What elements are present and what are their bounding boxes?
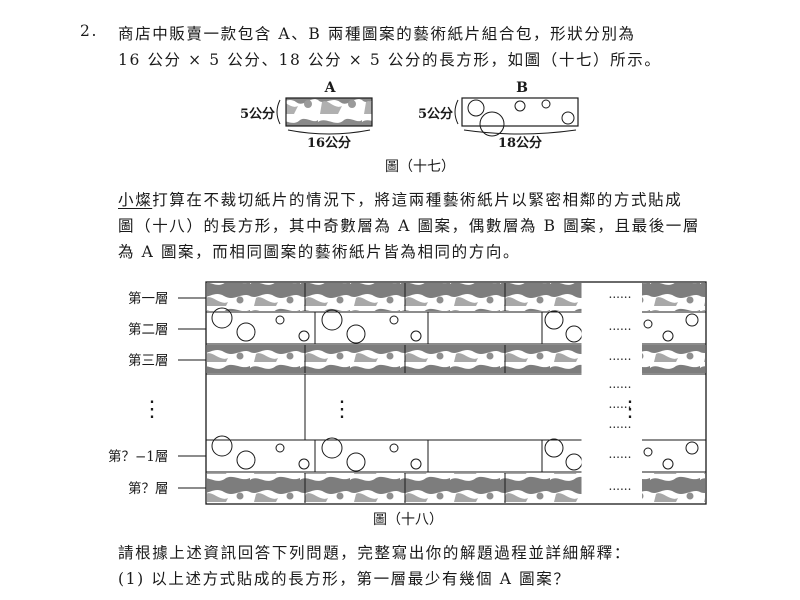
fig17-height-a: 5公分 <box>240 106 275 122</box>
paragraph-2-line-3: 為 A 圖案，而相同圖案的藝術紙片皆為相同的方向。 <box>118 243 521 261</box>
problem-line-1: 商店中販賣一款包含 A、B 兩種圖案的藝術紙片組合包，形狀分別為 <box>118 25 636 43</box>
fig17-label-a: A <box>324 80 337 96</box>
fig18-leader-lines <box>178 297 206 489</box>
fig18-dots-row-1: ...... <box>609 287 632 301</box>
fig18-row-1 <box>207 283 705 311</box>
fig18-row-second-last <box>211 435 699 472</box>
fig18-row-label-last: 第？層 <box>128 480 169 497</box>
fig17-width-b: 18公分 <box>498 135 542 151</box>
fig18-row-2 <box>211 307 699 344</box>
fig18-dots-row-3: ...... <box>609 349 632 363</box>
fig18-gap-column <box>582 283 642 503</box>
figure-18: ...... ...... ...... ...... ...... .....… <box>108 281 707 528</box>
fig18-caption: 圖（十八） <box>373 512 443 528</box>
fig17-width-a: 16公分 <box>307 135 351 151</box>
fig18-row-label-3: 第三層 <box>128 352 169 369</box>
fig17-card-b <box>461 97 579 127</box>
fig17-label-b: B <box>516 80 528 96</box>
fig18-row-label-1: 第一層 <box>128 290 169 307</box>
fig18-row-3 <box>207 345 705 373</box>
fig17-brace-width-a <box>287 129 371 135</box>
fig18-vdots-right: ⋮ <box>619 397 641 422</box>
fig18-row-label-2: 第二層 <box>128 321 169 338</box>
person-name: 小燦 <box>118 191 153 209</box>
fig17-height-b: 5公分 <box>418 106 453 122</box>
fig17-brace-height-a <box>276 99 281 125</box>
problem-number: 2. <box>80 22 98 40</box>
fig18-dots-row-last: ...... <box>609 479 632 493</box>
figure-17: A B 5公分 16公分 5公分 18公分 圖（十七） <box>240 80 579 175</box>
fig17-brace-width-b <box>463 129 577 135</box>
paragraph-2-line-1: 小燦打算在不裁切紙片的情況下，將這兩種藝術紙片以緊密相鄰的方式貼成 <box>118 191 683 209</box>
fig17-card-b-circles <box>467 99 575 137</box>
question-1: (1) 以上述方式貼成的長方形，第一層最少有幾個 A 圖案？ <box>118 570 571 588</box>
fig18-dots-row-second-last: ...... <box>609 447 632 461</box>
fig18-row-last <box>207 473 705 503</box>
fig18-dots-row-2: ...... <box>609 319 632 333</box>
fig18-dots-mid-2: ...... <box>609 397 632 411</box>
fig17-brace-height-b <box>454 99 459 125</box>
fig17-caption: 圖（十七） <box>385 159 455 175</box>
fig18-row-label-second-last: 第？−1層 <box>108 448 168 465</box>
fig18-dots-mid-3: ...... <box>609 417 632 431</box>
problem-line-2: 16 公分 × 5 公分、18 公分 × 5 公分的長方形，如圖（十七）所示。 <box>118 51 662 69</box>
fig18-vdots-center: ⋮ <box>331 397 353 422</box>
paragraph-2-line-2: 圖（十八）的長方形，其中奇數層為 A 圖案，偶數層為 B 圖案，且最後一層 <box>118 217 700 235</box>
fig18-vdots-labels: ⋮ <box>141 397 163 422</box>
fig17-card-a <box>285 97 373 127</box>
fig18-dots-mid-1: ...... <box>609 377 632 391</box>
instructions: 請根據上述資訊回答下列問題，完整寫出你的解題過程並詳細解釋： <box>118 544 632 562</box>
